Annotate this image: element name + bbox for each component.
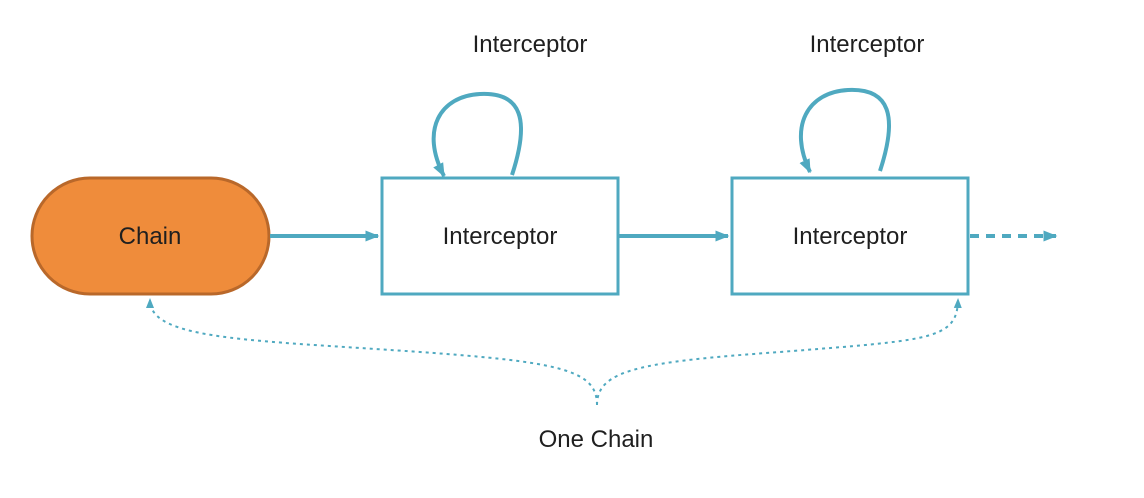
brace-right-arrow [596,298,962,406]
interceptor-2-label: Interceptor [793,223,908,250]
loop-2-label: Interceptor [810,31,925,58]
brace-left-arrow [146,298,598,406]
self-loop-2-arrow [799,87,892,174]
self-loop-2: Interceptor [799,31,925,174]
one-chain-label: One Chain [539,426,654,453]
interceptor-node-2: Interceptor [730,176,970,296]
interceptor-node-1: Interceptor [380,176,620,296]
one-chain-brace: One Chain [146,298,962,453]
chain-node: Chain [30,176,271,296]
chain-label: Chain [119,223,182,250]
self-loop-1: Interceptor [431,31,588,178]
self-loop-1-arrow [431,91,524,178]
interceptor-1-label: Interceptor [443,223,558,250]
loop-1-label: Interceptor [473,31,588,58]
